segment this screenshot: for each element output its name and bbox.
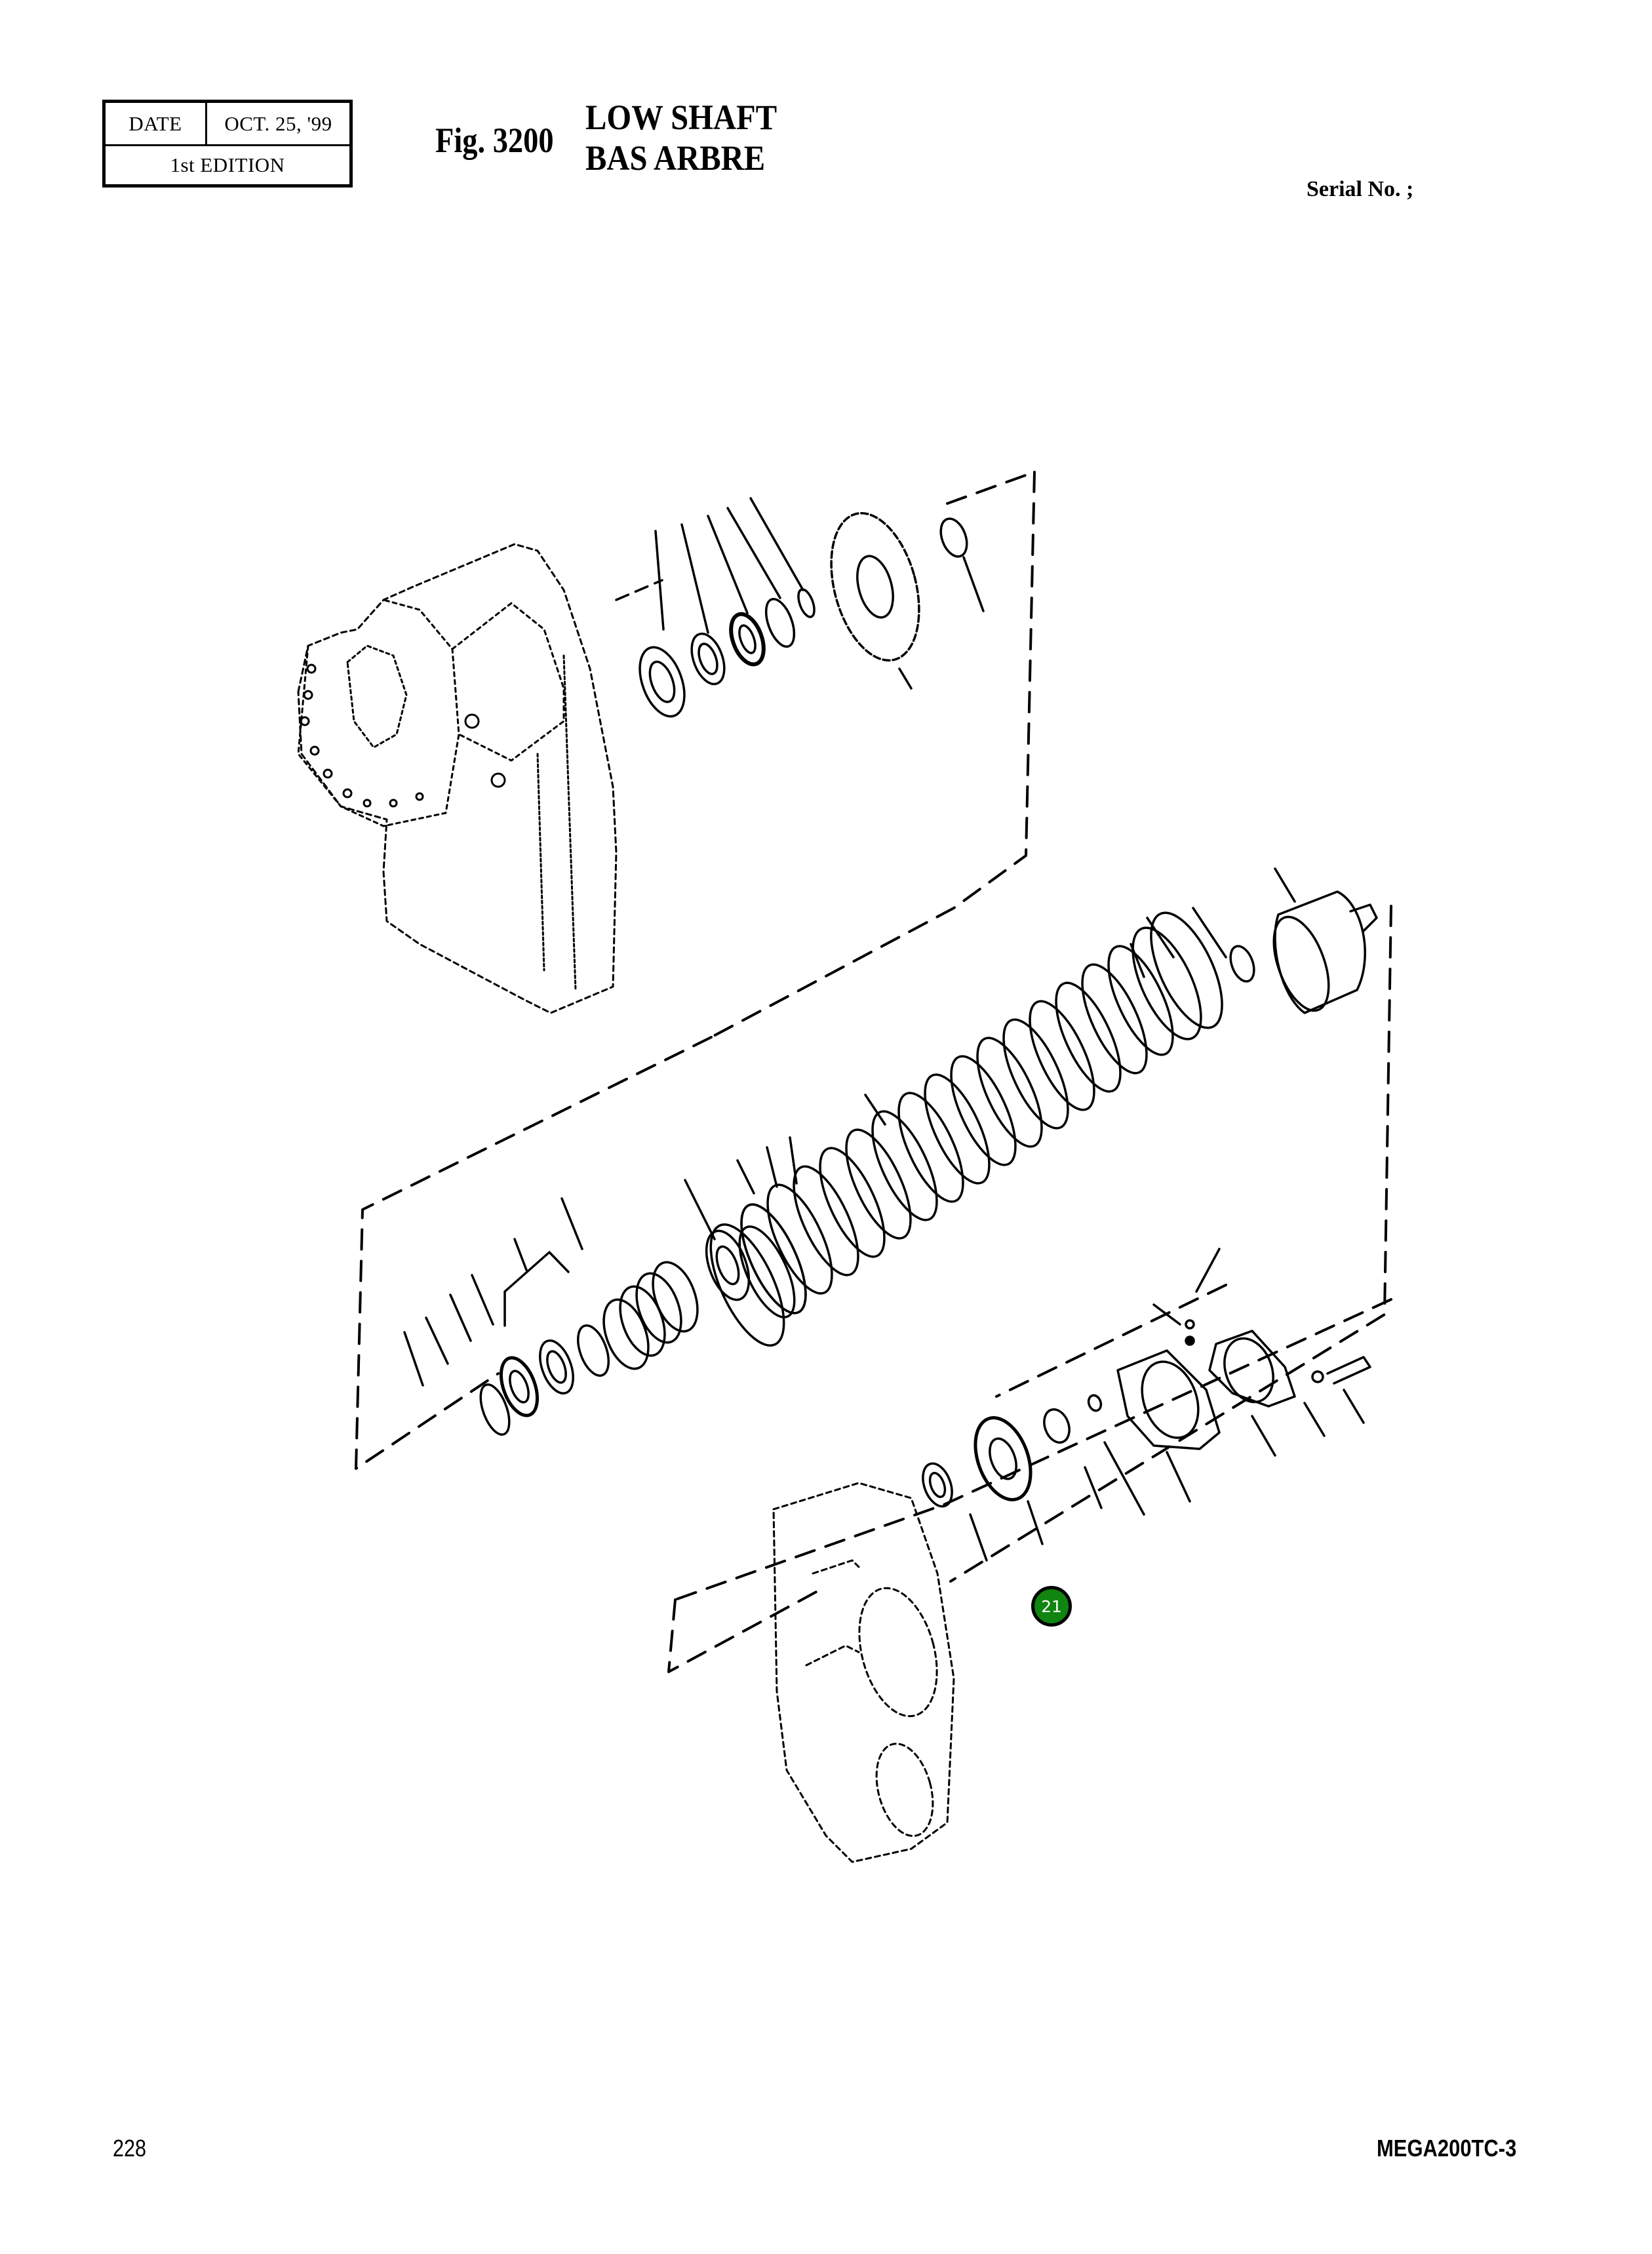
figure-title-french: BAS ARBRE	[585, 138, 766, 178]
lower-housing	[772, 1482, 955, 1863]
upper-housing	[297, 543, 618, 1014]
document-code: MEGA200TC-3	[1377, 2135, 1517, 2162]
date-label: DATE	[106, 103, 207, 146]
edition-label: 1st EDITION	[170, 153, 285, 176]
assembly-boundary-lines	[355, 471, 1392, 1673]
left-shaft-parts	[403, 1197, 751, 1436]
figure-number: Fig. 3200	[435, 121, 554, 160]
part-callout-21[interactable]: 21	[1031, 1586, 1072, 1627]
date-edition-box: DATE OCT. 25, '99 1st EDITION	[102, 100, 353, 188]
date-value: OCT. 25, '99	[207, 103, 349, 146]
figure-title-english: LOW SHAFT	[585, 98, 777, 137]
clutch-pack	[684, 867, 1378, 1347]
page-number: 228	[113, 2135, 147, 2162]
upper-shaft-parts	[615, 497, 985, 718]
serial-number-label: Serial No. ;	[1307, 177, 1414, 201]
lower-cover-parts	[922, 1248, 1371, 1562]
